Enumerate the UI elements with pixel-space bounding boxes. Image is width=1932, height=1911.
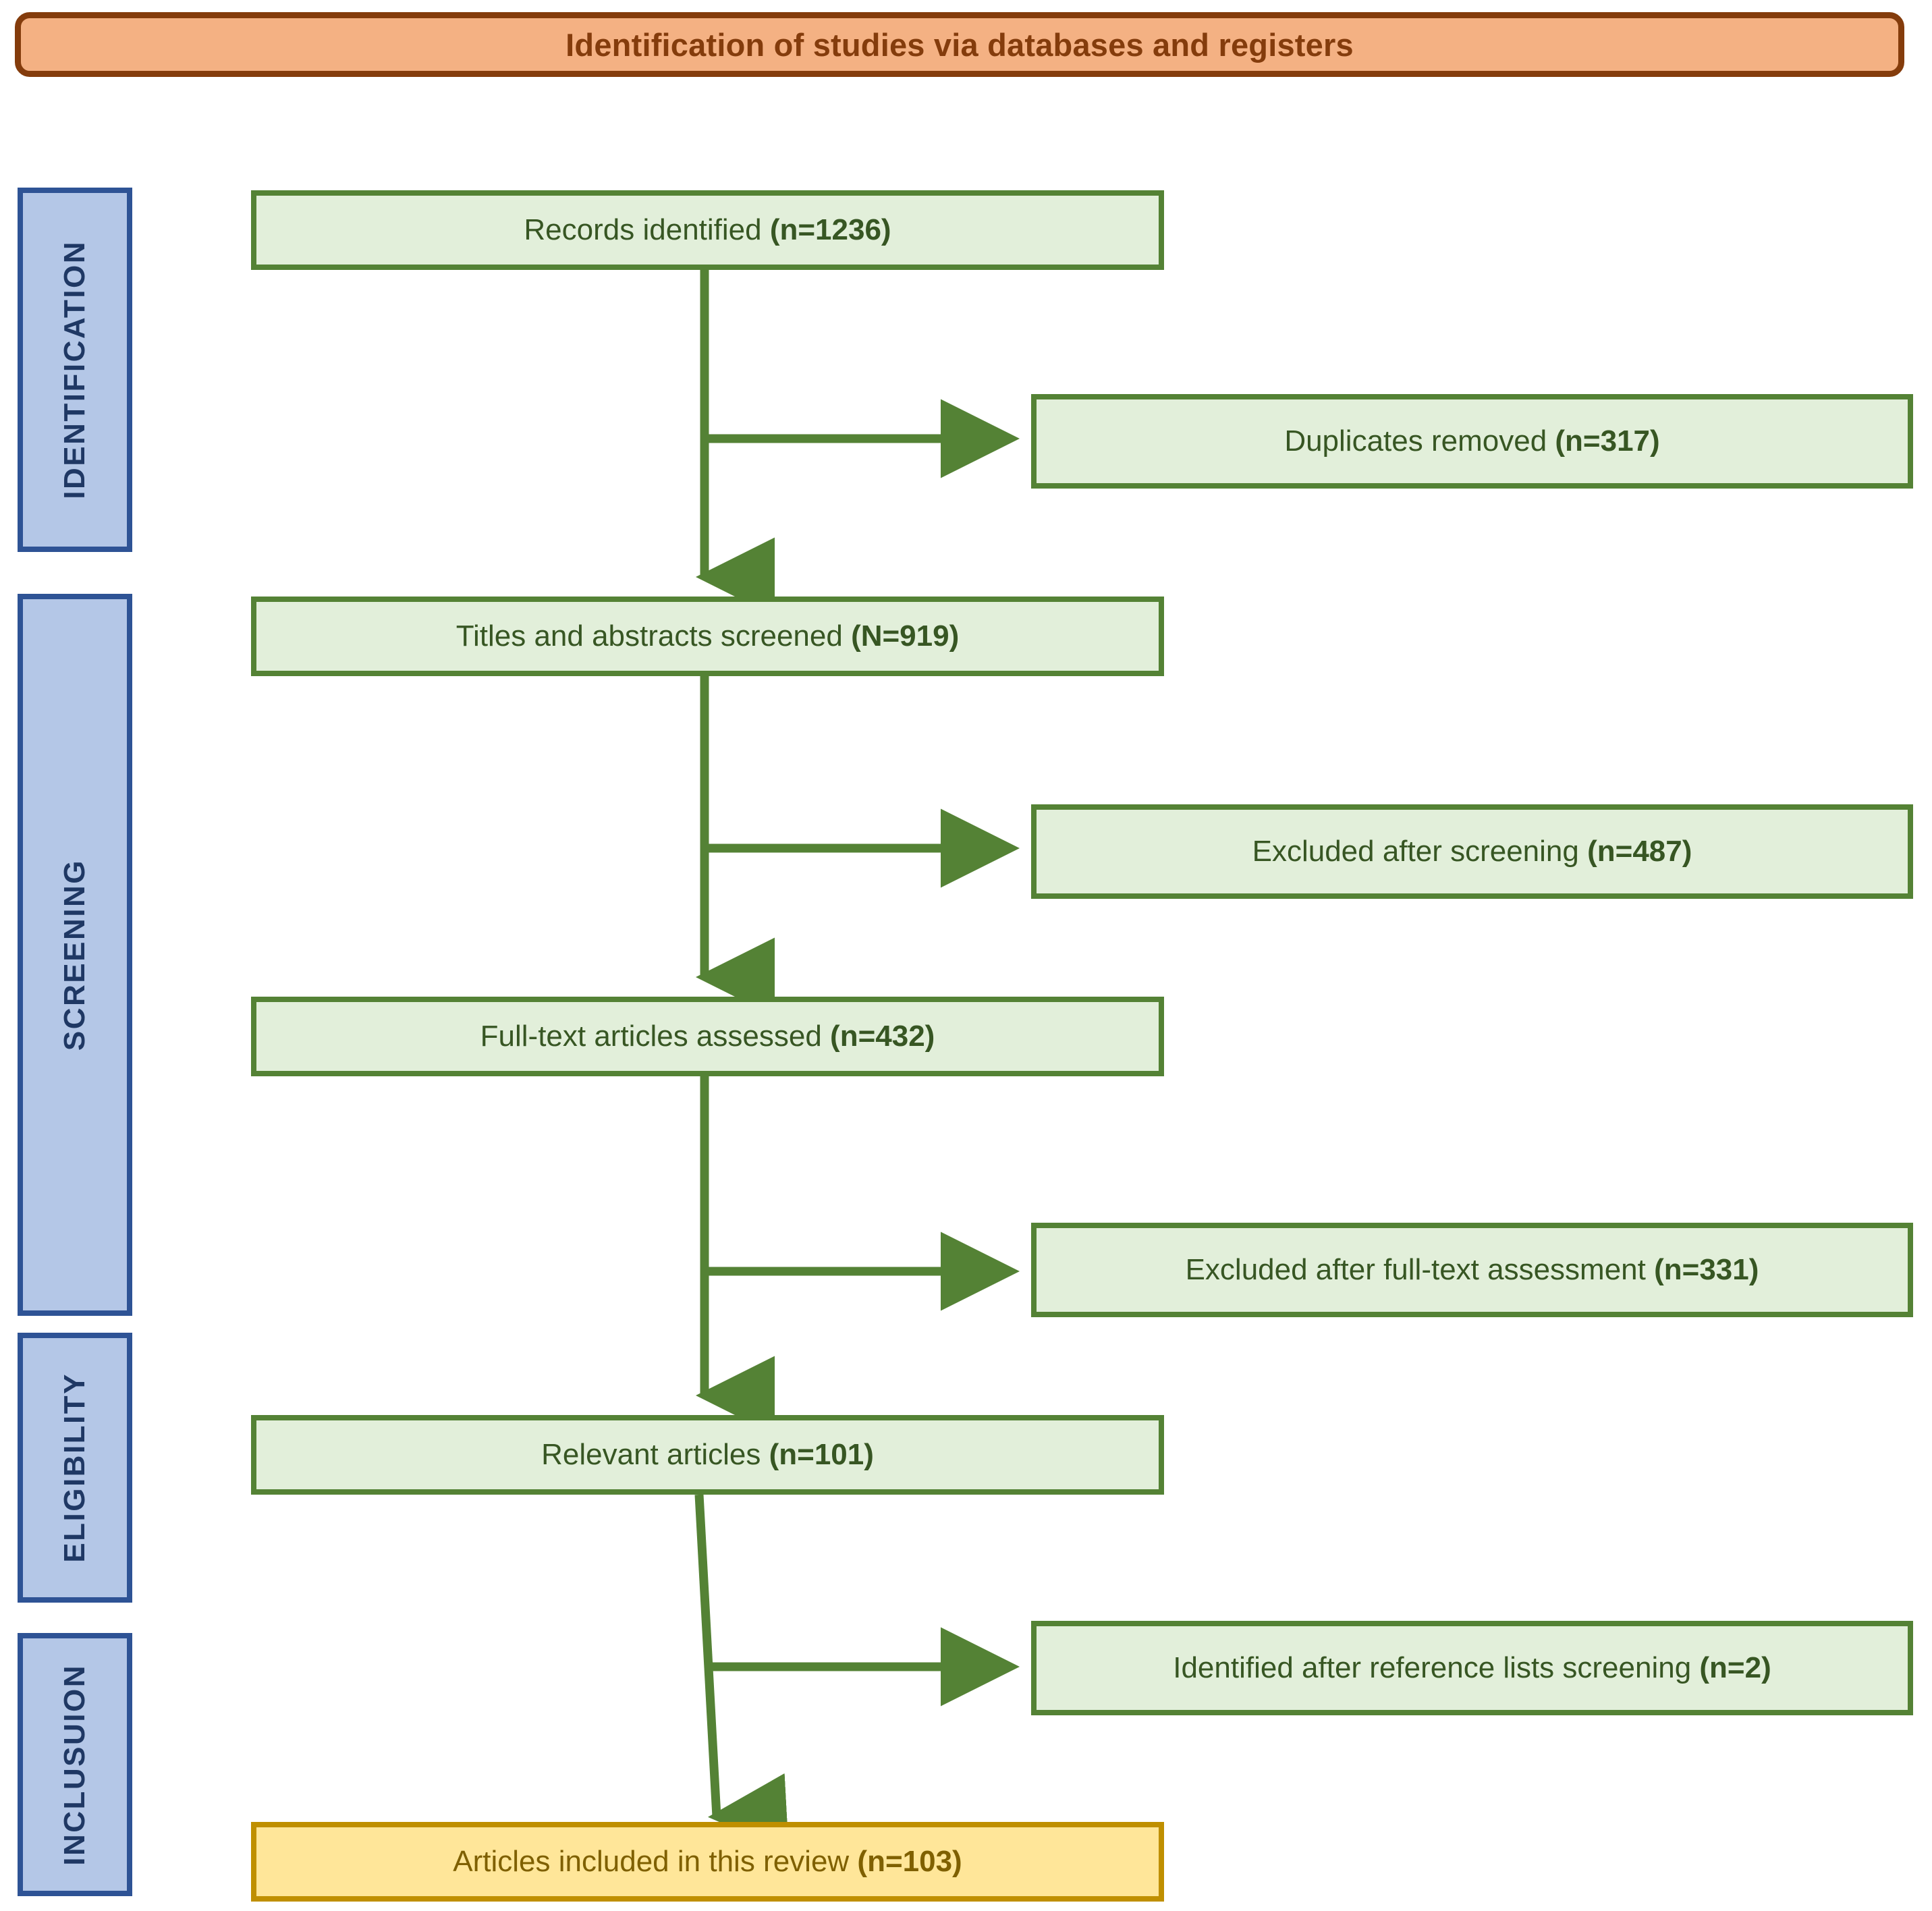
stage-label-inclusion: INCLUSUION [58, 1663, 91, 1866]
node-relevant-articles-count: (n=101) [769, 1437, 874, 1471]
node-fulltext-assessed-label: Full-text articles assessed [480, 1019, 831, 1053]
node-duplicates-removed: Duplicates removed (n=317) [1031, 394, 1913, 489]
node-articles-included: Articles included in this review (n=103) [251, 1822, 1164, 1902]
node-identified-reference-lists-count: (n=2) [1699, 1651, 1771, 1684]
node-duplicates-removed-count: (n=317) [1555, 424, 1660, 458]
stage-screening: SCREENING [18, 594, 132, 1316]
node-articles-included-text: Articles included in this review (n=103) [453, 1844, 962, 1878]
node-excluded-after-screening-label: Excluded after screening [1252, 834, 1588, 868]
node-duplicates-removed-label: Duplicates removed [1284, 424, 1555, 458]
node-identified-reference-lists-label: Identified after reference lists screeni… [1173, 1651, 1700, 1684]
stage-identification: IDENTIFICATION [18, 188, 132, 552]
node-fulltext-assessed-count: (n=432) [830, 1019, 935, 1053]
node-records-identified-count: (n=1236) [769, 213, 891, 246]
node-excluded-after-fulltext-text: Excluded after full-text assessment (n=3… [1185, 1252, 1759, 1286]
node-excluded-after-screening-text: Excluded after screening (n=487) [1252, 835, 1692, 868]
node-excluded-after-fulltext: Excluded after full-text assessment (n=3… [1031, 1223, 1913, 1317]
node-titles-abstracts-screened-label: Titles and abstracts screened [456, 619, 852, 653]
node-records-identified-label: Records identified [524, 213, 770, 246]
node-records-identified-text: Records identified (n=1236) [524, 213, 891, 246]
node-excluded-after-fulltext-count: (n=331) [1654, 1252, 1759, 1286]
arrow-relevant-to-included [694, 1494, 790, 1852]
stage-label-eligibility: ELIGIBILITY [58, 1373, 91, 1563]
node-relevant-articles-label: Relevant articles [541, 1437, 769, 1471]
node-titles-abstracts-screened: Titles and abstracts screened (N=919) [251, 597, 1164, 676]
node-fulltext-assessed: Full-text articles assessed (n=432) [251, 997, 1164, 1076]
node-identified-reference-lists: Identified after reference lists screeni… [1031, 1621, 1913, 1715]
diagram-header-banner: Identification of studies via databases … [15, 12, 1904, 77]
node-titles-abstracts-screened-count: (N=919) [851, 619, 960, 653]
node-duplicates-removed-text: Duplicates removed (n=317) [1284, 424, 1660, 458]
node-relevant-articles-text: Relevant articles (n=101) [541, 1437, 874, 1471]
node-titles-abstracts-screened-text: Titles and abstracts screened (N=919) [456, 619, 960, 653]
node-records-identified: Records identified (n=1236) [251, 190, 1164, 270]
stage-inclusion: INCLUSUION [18, 1633, 132, 1896]
node-articles-included-label: Articles included in this review [453, 1844, 858, 1878]
node-excluded-after-screening: Excluded after screening (n=487) [1031, 804, 1913, 899]
node-excluded-after-fulltext-label: Excluded after full-text assessment [1185, 1252, 1655, 1286]
node-articles-included-count: (n=103) [857, 1844, 962, 1878]
node-fulltext-assessed-text: Full-text articles assessed (n=432) [480, 1020, 935, 1053]
stage-label-identification: IDENTIFICATION [58, 240, 91, 499]
node-identified-reference-lists-text: Identified after reference lists screeni… [1173, 1651, 1771, 1684]
stage-label-screening: SCREENING [58, 858, 91, 1051]
stage-eligibility: ELIGIBILITY [18, 1333, 132, 1603]
node-excluded-after-screening-count: (n=487) [1587, 834, 1692, 868]
diagram-title: Identification of studies via databases … [565, 26, 1354, 63]
node-relevant-articles: Relevant articles (n=101) [251, 1415, 1164, 1495]
